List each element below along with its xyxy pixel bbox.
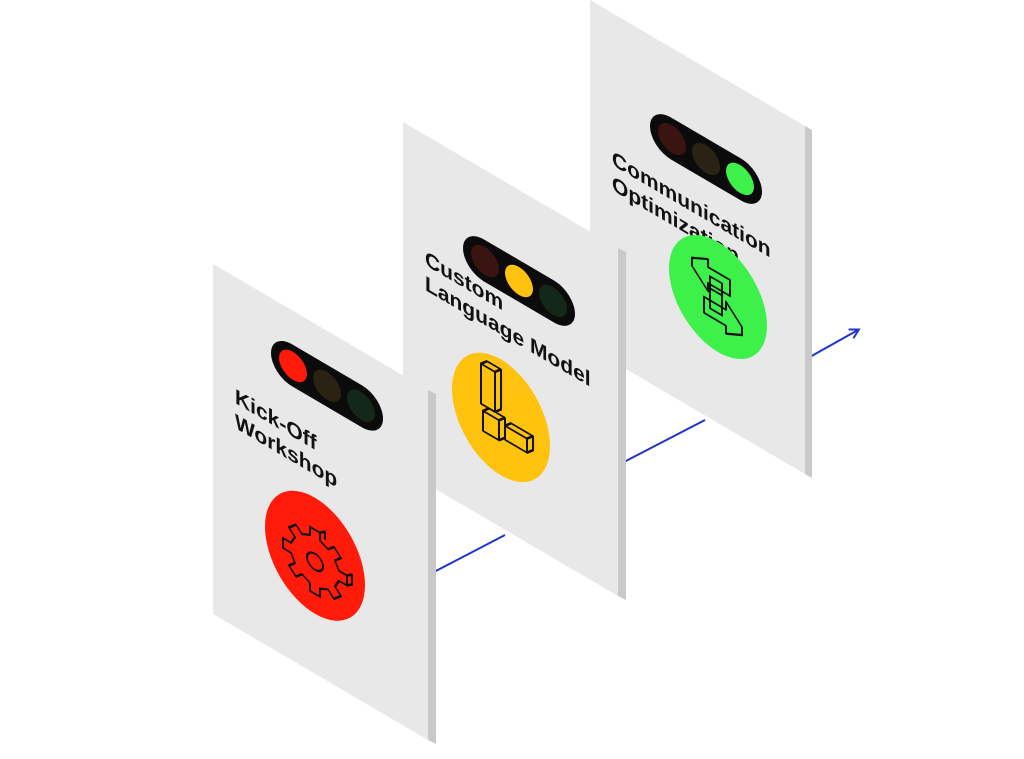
light-green (539, 284, 567, 318)
light-green (726, 162, 754, 196)
card-side-edge (805, 126, 812, 478)
blocks-icon (480, 360, 534, 454)
status-circle (265, 490, 365, 621)
card-side-edge (428, 390, 436, 744)
timeline-segment (431, 534, 506, 574)
light-yellow (692, 142, 720, 176)
card-communication: Communication Optimization (590, 0, 812, 478)
light-yellow (313, 369, 341, 403)
traffic-light (650, 114, 762, 204)
timeline-segment (621, 419, 706, 464)
card-side-edge (618, 248, 626, 600)
arrows-icon (691, 256, 743, 337)
traffic-light (271, 340, 383, 431)
light-yellow (505, 264, 533, 298)
light-red (471, 244, 499, 278)
light-green (347, 389, 375, 422)
traffic-light (463, 236, 575, 326)
status-circle (452, 352, 550, 483)
light-red (279, 349, 307, 383)
timeline-segment (807, 330, 858, 359)
card-custom-model: Custom Language Model (403, 122, 626, 600)
timeline-arrow (431, 330, 858, 574)
card-kickoff: Kick-Off Workshop (213, 264, 436, 744)
gear-icon (282, 523, 353, 601)
light-red (658, 122, 686, 156)
card-face (403, 122, 618, 596)
